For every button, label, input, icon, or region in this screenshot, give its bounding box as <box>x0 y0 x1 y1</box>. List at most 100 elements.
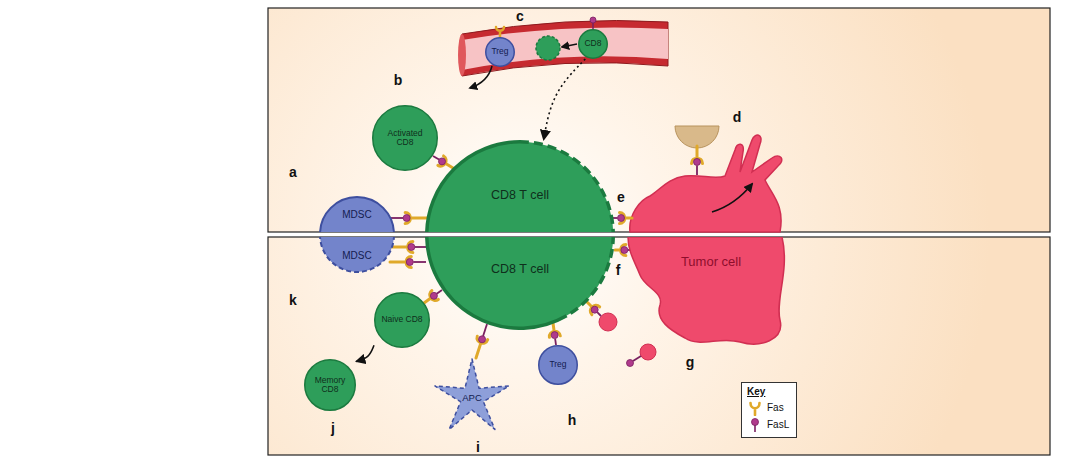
cell-body <box>320 197 394 232</box>
fas-fasl-pair <box>476 324 488 358</box>
cell: CD8 T cell <box>425 140 615 232</box>
dying-cd8 <box>536 36 560 60</box>
membrane-arc <box>520 142 613 232</box>
membrane-arc <box>567 237 614 316</box>
fasl-stem <box>483 324 487 336</box>
legend: KeyFasFasL <box>741 382 797 438</box>
connector-arrow <box>544 59 586 140</box>
legend-row: Fas <box>747 399 789 416</box>
legend-row: FasL <box>747 416 789 433</box>
cell-label: Treg <box>491 47 508 56</box>
free-fasl <box>627 356 642 367</box>
cell-label: MDSC <box>342 250 371 261</box>
fasl-stem <box>413 261 426 263</box>
text-area: CD8 T cell <box>445 259 595 281</box>
fasl-stem <box>696 165 698 175</box>
fas-fasl-pair <box>424 290 442 303</box>
fas-fasl-pair <box>612 213 632 224</box>
fasl-stem <box>433 156 439 160</box>
text-area: Treg <box>542 349 575 382</box>
fasl-ball <box>618 215 625 222</box>
panel-letter: k <box>289 292 297 308</box>
fasl-ball <box>479 336 486 343</box>
vessel-wall <box>462 21 668 77</box>
membrane-arc <box>427 237 567 328</box>
cell-label: MDSC <box>342 209 371 220</box>
fas-fasl-pair <box>549 323 560 345</box>
cell: CD8 <box>578 29 608 59</box>
cell-body <box>486 38 515 67</box>
cell: Naive CD8 <box>374 292 430 348</box>
fasl-ball <box>406 259 413 266</box>
cell: Activated CD8 <box>372 105 438 171</box>
fasl-stem <box>597 312 601 316</box>
fas-receptor <box>438 156 453 168</box>
fasl-ball <box>403 215 410 222</box>
membrane-arc <box>427 142 520 232</box>
cell-body <box>427 142 614 232</box>
cell-label: Tumor cell <box>681 255 741 269</box>
cell: CD8 T cell <box>425 237 615 330</box>
panel-letter: b <box>394 72 403 88</box>
signal-arrow <box>712 184 752 212</box>
cell: MDSC <box>319 237 395 273</box>
panel-letter: f <box>616 262 621 278</box>
text-area: Tumor cell <box>655 251 767 273</box>
fas-fasl-pair <box>390 257 426 268</box>
cell-label: CD8 T cell <box>491 263 549 277</box>
panel-letter: c <box>516 8 524 24</box>
fas-receptor <box>424 291 438 303</box>
fas-receptor <box>476 336 488 358</box>
tumor-cell <box>630 135 782 232</box>
panel-letter: j <box>331 420 335 436</box>
cell-body <box>628 237 784 344</box>
exit-arrow <box>470 66 492 88</box>
fasl-stem <box>754 425 756 432</box>
fasl-ball <box>439 158 446 165</box>
fasl-ball <box>430 292 437 299</box>
cell-label: Naive CD8 <box>381 315 422 324</box>
cell: MDSC <box>319 196 395 232</box>
cell-body <box>320 237 394 272</box>
fas-symbol <box>751 403 760 415</box>
fasl-ball <box>591 306 598 313</box>
fasl-ball <box>627 360 634 367</box>
fasl-symbol <box>752 418 759 425</box>
vessel-lumen <box>462 27 668 70</box>
legend-text: FasL <box>767 419 789 430</box>
fas-fasl-pair <box>433 156 453 168</box>
fasl-stem <box>592 23 594 29</box>
cell-body <box>373 106 438 171</box>
tumor-vesicle <box>599 313 617 331</box>
fasl-ball <box>621 247 628 254</box>
fasl-ball <box>694 158 701 165</box>
cell-label: Treg <box>549 360 566 369</box>
cell-label: Memory CD8 <box>309 376 352 395</box>
cell-body <box>539 346 578 385</box>
fasl-stem <box>633 356 641 361</box>
legend-symbol <box>747 417 763 433</box>
cell-outline <box>425 140 615 232</box>
text-area: CD8 <box>581 32 606 57</box>
text-area: Treg <box>488 40 513 65</box>
fas-fasl-pair <box>692 146 703 175</box>
panel-letter: e <box>617 189 625 205</box>
panel-letter: d <box>733 109 742 125</box>
panel-letter: a <box>289 164 297 180</box>
fasl-ball <box>551 332 558 339</box>
panel-letter: h <box>568 412 577 428</box>
cell-body <box>579 30 608 59</box>
fasl-ball <box>590 17 596 23</box>
fasl-ball <box>408 244 415 251</box>
cell-label: CD8 T cell <box>491 189 549 203</box>
panel-letter: i <box>476 439 480 455</box>
tumor-vesicle <box>640 344 656 360</box>
fas-fasl-pair <box>587 302 601 316</box>
connector-arrow <box>356 345 374 361</box>
cell: Treg <box>485 37 515 67</box>
cell-body <box>427 237 614 328</box>
text-area: CD8 T cell <box>445 185 595 207</box>
cell-star: APC <box>432 358 512 438</box>
fasl-stem <box>554 339 557 345</box>
